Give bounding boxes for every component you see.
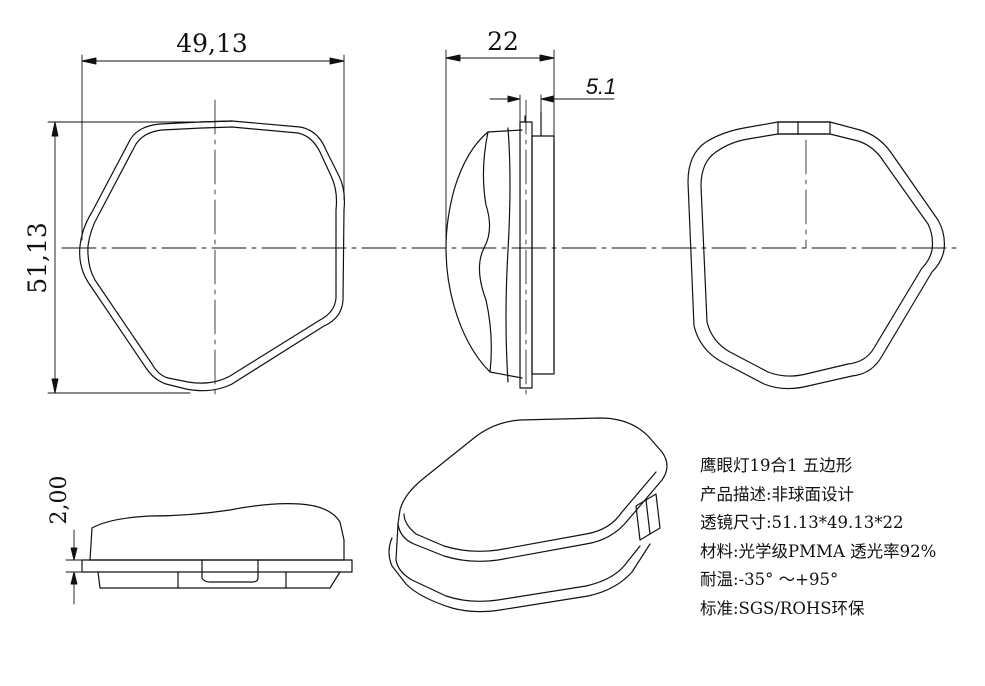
side-view-lens-surface: [478, 131, 492, 373]
width-dimension: [81, 54, 345, 241]
offset-dimension: [65, 529, 91, 605]
isometric-top-face: [397, 417, 668, 562]
isometric-view: [388, 417, 668, 613]
bottom-view-notch: [201, 559, 259, 583]
front-view: [79, 99, 346, 401]
width-dimension-label: 49,13: [176, 29, 248, 58]
back-view-outline-outer: [687, 121, 945, 390]
spec-title: 鹰眼灯19合1 五边形: [700, 456, 853, 475]
height-dimension: [47, 121, 201, 394]
back-view-outline-inner: [700, 133, 934, 377]
back-view: [687, 121, 945, 390]
isometric-dome: [403, 471, 657, 552]
front-view-outline-outer: [79, 120, 346, 392]
bottom-view: [81, 503, 353, 589]
depth-dimension: [445, 49, 555, 247]
offset-dimension-label: 2,00: [47, 476, 72, 525]
front-view-outline-inner: [87, 126, 338, 384]
spec-standard: 标准:SGS/ROHS环保: [700, 598, 865, 618]
flange-dimension: [489, 94, 615, 123]
bottom-view-base: [97, 571, 341, 589]
side-view-lens-dome: [445, 129, 523, 379]
isometric-side-face: [395, 523, 641, 602]
front-view-tab: [199, 120, 233, 123]
spec-description: 产品描述:非球面设计: [700, 484, 855, 504]
spec-temperature: 耐温:-35° ～+95°: [700, 570, 839, 589]
side-view-flange-rear: [531, 135, 555, 375]
bottom-view-lens-body: [89, 527, 345, 561]
flange-dimension-label: 5.1: [586, 74, 617, 99]
height-dimension-label: 51,13: [23, 222, 52, 294]
spec-block: 鹰眼灯19合1 五边形 产品描述:非球面设计 透镜尺寸:51.13*49.13*…: [700, 452, 975, 623]
side-view: [445, 99, 555, 401]
spec-material: 材料:光学级PMMA 透光率92%: [700, 541, 937, 561]
depth-dimension-label: 22: [487, 27, 519, 56]
isometric-flange: [388, 537, 651, 613]
isometric-tab: [635, 493, 661, 541]
bottom-view-lens-top: [91, 503, 345, 541]
back-view-tab: [777, 121, 831, 135]
bottom-view-flange: [81, 559, 353, 573]
side-view-lens-edge: [505, 127, 511, 383]
spec-size: 透镜尺寸:51.13*49.13*22: [700, 513, 904, 532]
